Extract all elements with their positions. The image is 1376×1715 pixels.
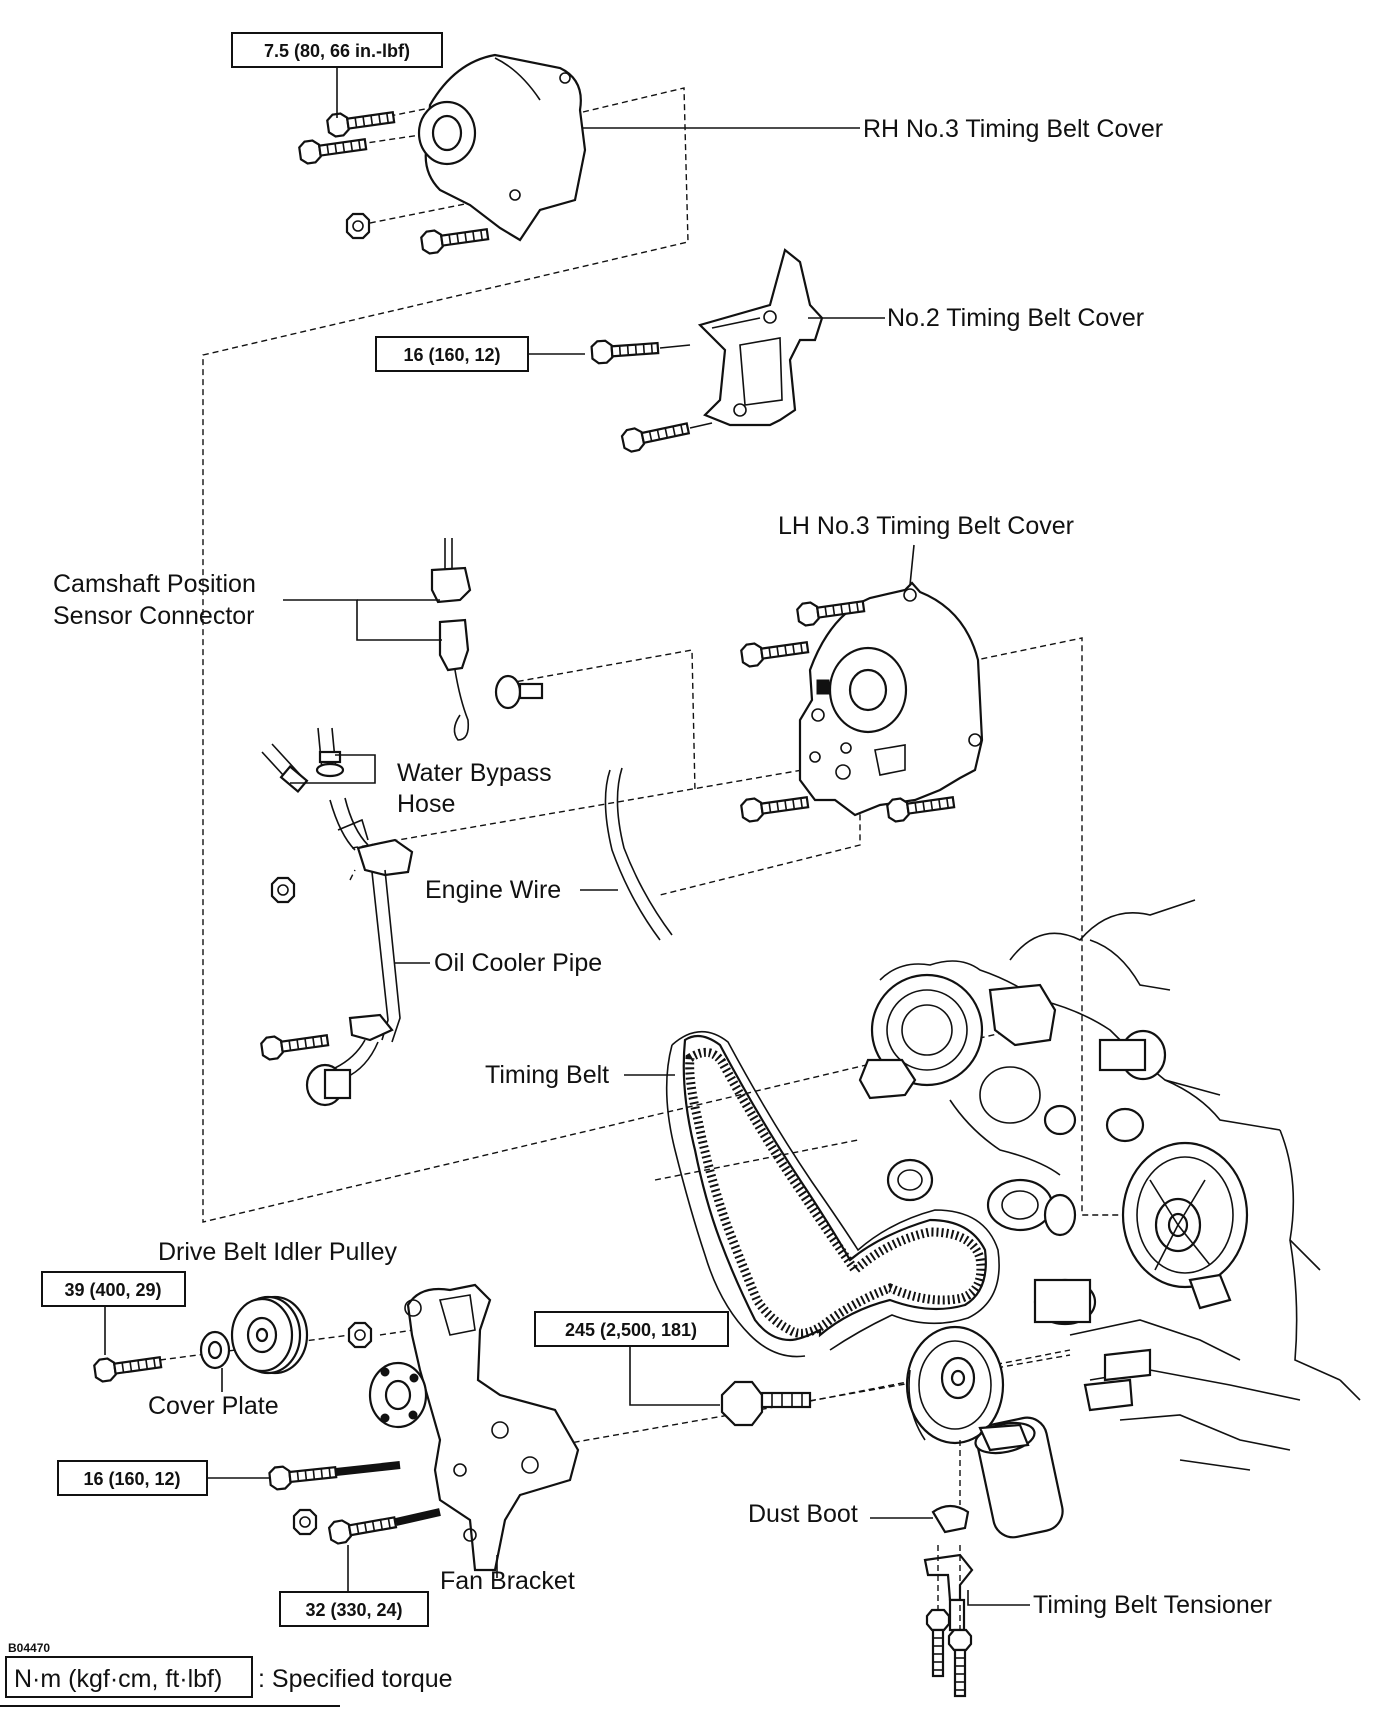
no2-timing-belt-cover — [590, 248, 824, 454]
legend-unit: N·m (kgf·cm, ft·lbf) — [14, 1665, 222, 1693]
torque-crank-pulley-text: 245 (2,500, 181) — [565, 1320, 697, 1340]
label-dust-boot: Dust Boot — [748, 1500, 858, 1528]
torque-rh-cover-text: 7.5 (80, 66 in.-lbf) — [264, 41, 410, 61]
timing-belt-tensioner — [923, 1416, 1064, 1698]
drive-belt-idler-pulley — [230, 1295, 309, 1375]
fan-bracket — [267, 1283, 580, 1572]
leader-lines — [104, 67, 1030, 1606]
label-no2-cover: No.2 Timing Belt Cover — [887, 304, 1144, 332]
torque-idler-text: 39 (400, 29) — [64, 1280, 161, 1300]
crank-pulley-bolt — [720, 1380, 812, 1427]
torque-box-fan-lower: 32 (330, 24) — [279, 1591, 429, 1627]
water-bypass-hose — [261, 727, 345, 793]
idler-bolt — [92, 1350, 164, 1384]
torque-box-idler: 39 (400, 29) — [41, 1271, 186, 1307]
diagram-code: B04470 — [8, 1641, 50, 1655]
torque-box-rh-cover: 7.5 (80, 66 in.-lbf) — [231, 32, 443, 68]
lh-no3-timing-belt-cover — [739, 581, 984, 824]
timing-belt — [665, 1030, 1000, 1358]
label-drive-belt-idler: Drive Belt Idler Pulley — [158, 1238, 397, 1266]
torque-fan-upper-text: 16 (160, 12) — [83, 1469, 180, 1489]
label-timing-belt-tensioner: Timing Belt Tensioner — [1033, 1591, 1272, 1619]
label-lh-no3-cover: LH No.3 Timing Belt Cover — [778, 512, 1074, 540]
label-rh-no3-cover: RH No.3 Timing Belt Cover — [863, 115, 1163, 143]
label-water-bypass-line1: Water Bypass — [397, 759, 552, 787]
torque-legend: N·m (kgf·cm, ft·lbf) : Specified torque — [5, 1656, 453, 1698]
label-cover-plate: Cover Plate — [148, 1392, 279, 1420]
engine-block — [858, 899, 1361, 1471]
label-cam-sensor-line2: Sensor Connector — [53, 602, 255, 630]
cover-plate — [199, 1330, 231, 1370]
label-cam-sensor-line1: Camshaft Position — [53, 570, 256, 598]
torque-no2-cover-text: 16 (160, 12) — [403, 345, 500, 365]
label-water-bypass-line2: Hose — [397, 790, 455, 818]
crankshaft-pulley — [905, 1325, 1005, 1445]
label-oil-cooler-pipe: Oil Cooler Pipe — [434, 949, 602, 977]
oil-cooler-pipe — [259, 797, 414, 1107]
torque-box-crank-pulley: 245 (2,500, 181) — [534, 1311, 729, 1347]
label-fan-bracket: Fan Bracket — [440, 1567, 575, 1595]
camshaft-position-sensor-connector — [430, 538, 544, 741]
engine-wire — [604, 767, 673, 941]
rh-no3-timing-belt-cover — [297, 53, 587, 256]
torque-box-fan-upper: 16 (160, 12) — [57, 1460, 208, 1496]
torque-box-no2-cover: 16 (160, 12) — [375, 336, 529, 372]
label-timing-belt: Timing Belt — [485, 1061, 609, 1089]
legend-meaning: : Specified torque — [258, 1665, 453, 1693]
label-engine-wire: Engine Wire — [425, 876, 561, 904]
torque-fan-lower-text: 32 (330, 24) — [305, 1600, 402, 1620]
